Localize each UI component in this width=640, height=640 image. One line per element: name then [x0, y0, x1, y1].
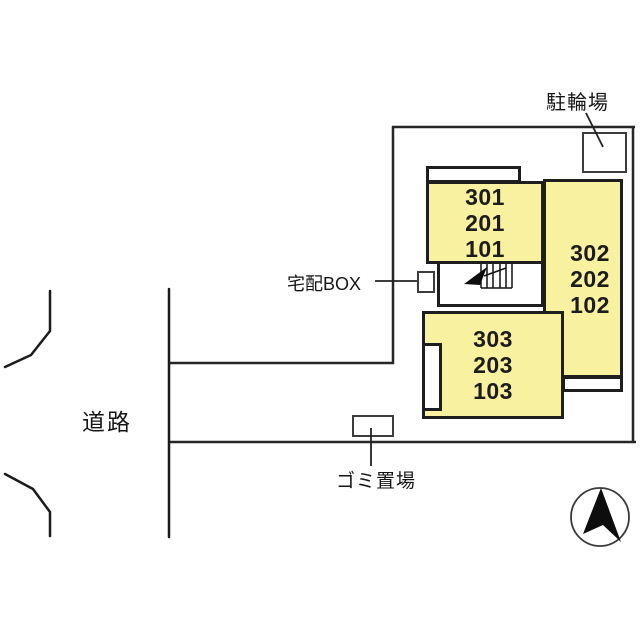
compass-circle — [570, 487, 630, 547]
garbage-area-label: ゴミ置場 — [336, 471, 417, 492]
north-arrow-icon — [583, 488, 621, 542]
unit-room-number: 303 — [473, 326, 513, 352]
unit-block-b: 302 202 102 — [543, 179, 623, 378]
bicycle-parking-label: 駐輪場 — [546, 92, 609, 114]
unit-room-number: 103 — [473, 378, 513, 404]
delivery-box-label: 宅配BOX — [287, 274, 362, 294]
unit-block-c: 303 203 103 — [422, 311, 564, 419]
north-arrow-compass — [570, 487, 630, 547]
unit-room-number: 102 — [570, 291, 610, 318]
garbage-area-box — [352, 415, 394, 437]
entrance-stairwell — [437, 261, 544, 307]
unit-block-c-notch — [422, 343, 442, 411]
bicycle-parking-box — [582, 132, 627, 173]
delivery-box — [417, 271, 435, 293]
road-label: 道路 — [82, 409, 132, 435]
unit-room-number: 203 — [473, 352, 513, 378]
unit-room-number: 202 — [570, 265, 610, 292]
unit-room-number: 201 — [465, 209, 505, 236]
unit-block-a: 301 201 101 — [426, 181, 544, 264]
unit-room-number: 301 — [465, 183, 505, 210]
balcony-strip-south — [562, 376, 623, 392]
unit-room-number: 302 — [570, 239, 610, 266]
unit-room-number: 101 — [465, 235, 505, 262]
